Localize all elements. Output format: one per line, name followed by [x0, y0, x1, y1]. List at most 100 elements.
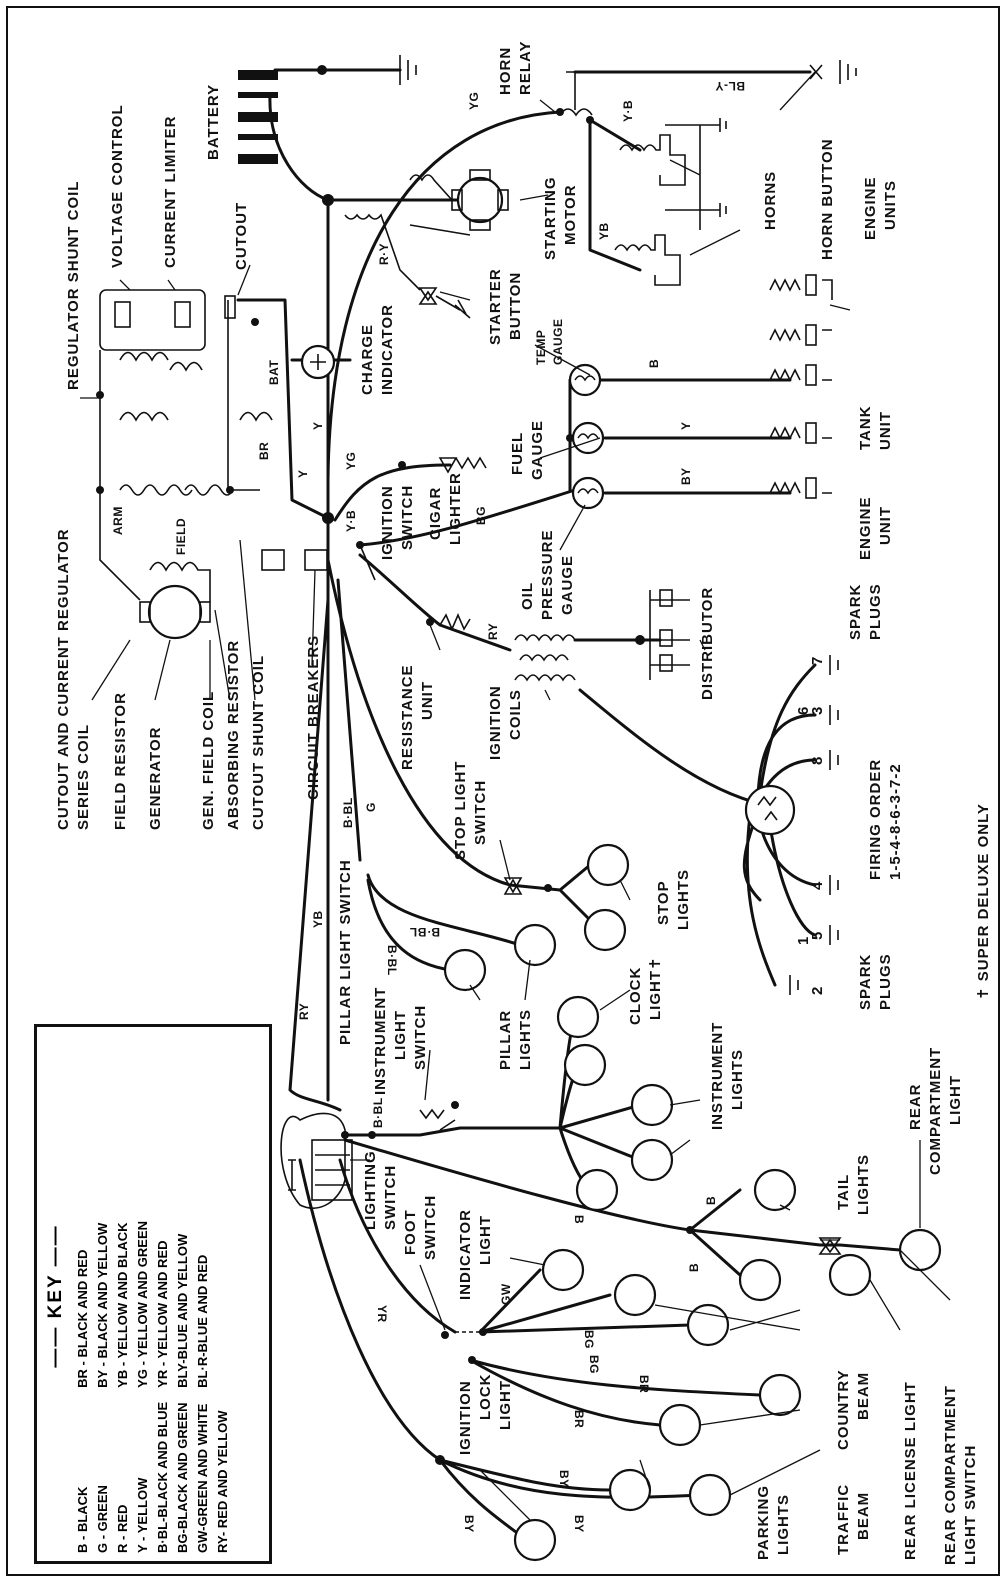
starter-button [344, 213, 471, 319]
label-horns: HORNS [762, 171, 779, 230]
wire-stop-lamps [558, 863, 592, 922]
diagram-frame [6, 6, 1000, 1576]
label-motor: MOTOR [562, 184, 579, 245]
wire-battery [268, 93, 330, 202]
label-battery: BATTERY [205, 84, 222, 160]
wire-ign-cigar [333, 463, 452, 522]
code-y-b-ign: Y·B [344, 510, 358, 532]
code-b-tail-3: B [687, 1263, 701, 1272]
label-current-limiter: CURRENT LIMITER [162, 116, 179, 269]
wire-inst-branch [343, 1126, 562, 1137]
code-b-bl-pillar-2: B·BL [385, 945, 399, 976]
label-firing-sequence: 1-5-4-8-6-3-7-2 [887, 763, 904, 880]
ignition-switch [356, 541, 376, 581]
plug-number: 8 [809, 756, 826, 765]
foot-switch [441, 1328, 487, 1364]
label-stop: STOP [655, 880, 672, 925]
label-parking-lights: LIGHTS [775, 1494, 792, 1555]
label-lighter: LIGHTER [447, 472, 464, 545]
label-rear-compartment-switch-1: REAR COMPARTMENT [942, 1385, 959, 1565]
wire-ign-resistance [358, 553, 512, 652]
key-entry: BY - BLACK AND YELLOW [95, 1222, 110, 1388]
key-entry: YB - YELLOW AND BLACK [115, 1222, 130, 1388]
key-entry: YG - YELLOW AND GREEN [135, 1220, 150, 1388]
label-spark-bottom-2: PLUGS [877, 953, 894, 1010]
label-traffic: TRAFFIC [835, 1484, 852, 1555]
label-tail-lights: LIGHTS [855, 1154, 872, 1215]
stop-light-switch [503, 877, 552, 895]
wire-coil-cap [578, 688, 767, 807]
code-b-tail-2: B [704, 1196, 718, 1205]
wire-tail [343, 1138, 902, 1277]
code-by-1: BY [557, 1470, 571, 1488]
key-entry: YR - YELLOW AND RED [155, 1240, 170, 1388]
label-spark-top-1: SPARK [847, 584, 864, 640]
label-units: UNITS [882, 180, 899, 230]
label-horn: HORN [497, 47, 514, 95]
label-foot: FOOT [402, 1209, 419, 1255]
code-r-y: R·Y [377, 243, 391, 265]
label-stop-light-switch: SWITCH [472, 780, 489, 845]
code-y-main: Y [296, 469, 310, 478]
label-pillar-light-switch: PILLAR LIGHT SWITCH [337, 859, 354, 1045]
key-entry: Y - YELLOW [135, 1477, 150, 1553]
plug-number: 6 [795, 706, 812, 715]
code-b-tail-1: B [572, 1215, 586, 1224]
label-tank: TANK [857, 405, 874, 450]
label-arm: ARM [111, 506, 125, 535]
code-b-bl-inst: B·BL [371, 1097, 385, 1128]
code-ry-coil: RY [486, 623, 500, 640]
label-temp: TEMP [534, 330, 548, 365]
code-br-2: BR [572, 1410, 586, 1428]
key-entry: BG-BLACK AND GREEN [175, 1402, 190, 1553]
plug-number: 7 [809, 656, 826, 665]
label-pressure: PRESSURE [539, 529, 556, 620]
wire-ign-bg [358, 488, 577, 547]
color-key: —— KEY —— B - BLACK G - GREEN R - RED Y … [34, 1024, 272, 1564]
label-instrument-lights-1: INSTRUMENT [709, 1022, 726, 1130]
key-entry: BLY-BLUE AND YELLOW [175, 1233, 190, 1388]
code-bg-1: BG [582, 1330, 596, 1349]
label-fuel: FUEL [509, 432, 526, 475]
label-cutout: CUTOUT [233, 202, 250, 270]
label-starting: STARTING [542, 176, 559, 260]
label-indicator-light-1: INDICATOR [457, 1209, 474, 1300]
code-y-charge: Y [311, 421, 325, 430]
wire-code-labels: YG BL-Y Y·B YB R·Y Y Y YG BR Y·B BG B Y … [257, 79, 745, 1533]
label-resistance: RESISTANCE [399, 664, 416, 770]
wire-spark-leads [742, 663, 817, 987]
label-parking: PARKING [755, 1485, 772, 1560]
charge-indicator [300, 344, 336, 380]
component-labels: BATTERY VOLTAGE CONTROL CURRENT LIMITER … [55, 41, 992, 1565]
label-rear: REAR [907, 1083, 924, 1130]
label-indicator-light-2: LIGHT [477, 1215, 494, 1265]
label-charge: CHARGE [359, 324, 376, 395]
code-bg-cigar: BG [474, 506, 488, 525]
label-rear-license-light: REAR LICENSE LIGHT [902, 1381, 919, 1560]
wires [236, 68, 902, 1537]
code-gw: GW [499, 1283, 513, 1305]
label-cutout-current-regulator: CUTOUT AND CURRENT REGULATOR [55, 528, 72, 830]
spark-plugs [789, 655, 839, 995]
code-br-1: BR [637, 1375, 651, 1393]
label-spark-bottom-1: SPARK [857, 954, 874, 1010]
label-country-beam: BEAM [855, 1372, 872, 1420]
horn-button [809, 60, 857, 84]
code-yb-horn: YB [597, 222, 611, 240]
label-pillar: PILLAR [497, 1010, 514, 1070]
label-rear-compartment-switch-2: LIGHT SWITCH [962, 1445, 979, 1565]
wire-stop [326, 558, 562, 892]
code-bg-2: BG [587, 1355, 601, 1374]
starting-motor [409, 169, 509, 236]
label-leaders [80, 71, 951, 1521]
label-tank-unit: UNIT [877, 411, 894, 450]
key-column-2: BR - BLACK AND RED BY - BLACK AND YELLOW… [73, 1221, 233, 1388]
plug-number: 5 [809, 931, 826, 940]
label-distributor: DISTRIBUTOR [699, 587, 716, 700]
label-lock: LOCK [477, 1374, 494, 1421]
spark-plug-numbers: 7 3 6 8 4 5 1 2 [795, 656, 826, 995]
label-regulator-shunt-coil: REGULATOR SHUNT COIL [65, 181, 82, 390]
code-yg-main: YG [344, 452, 358, 470]
label-clock: CLOCK [627, 967, 644, 1025]
